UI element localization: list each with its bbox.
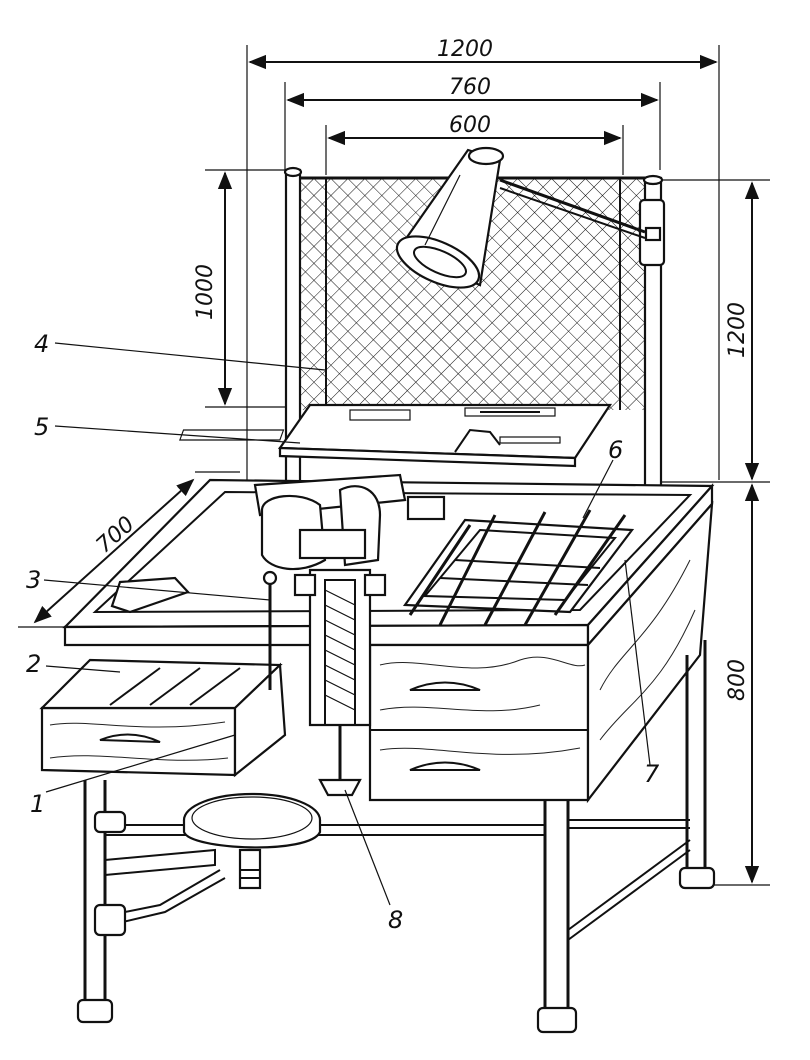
stool: [182, 792, 322, 890]
open-drawer: [39, 658, 287, 778]
dimension-depth: 700: [92, 512, 140, 559]
dimension-overall-width: 1200: [437, 37, 493, 62]
bench-frame: [76, 640, 716, 1034]
dimension-inner-width: 760: [449, 75, 491, 100]
cabinet: [368, 500, 714, 804]
dimension-screen-width: 600: [449, 113, 491, 138]
dimension-stand-height: 1200: [725, 302, 750, 358]
dimension-lines: [18, 45, 770, 886]
part-label-5: 5: [34, 413, 49, 441]
lamp: [395, 146, 646, 289]
part-label-8: 8: [388, 906, 403, 934]
part-label-2: 2: [26, 650, 41, 678]
bench-vise: [253, 473, 407, 797]
tool-shelf: [179, 403, 613, 468]
part-label-3: 3: [26, 566, 41, 594]
part-label-7: 7: [644, 760, 660, 788]
leader-lines: [43, 342, 651, 906]
part-label-1: 1: [30, 790, 45, 818]
dimension-screen-height: 1000: [193, 264, 218, 320]
part-label-4: 4: [34, 330, 49, 358]
part-label-6: 6: [608, 436, 623, 464]
tool-tray: [402, 509, 635, 626]
dimension-table-height: 800: [725, 659, 750, 701]
